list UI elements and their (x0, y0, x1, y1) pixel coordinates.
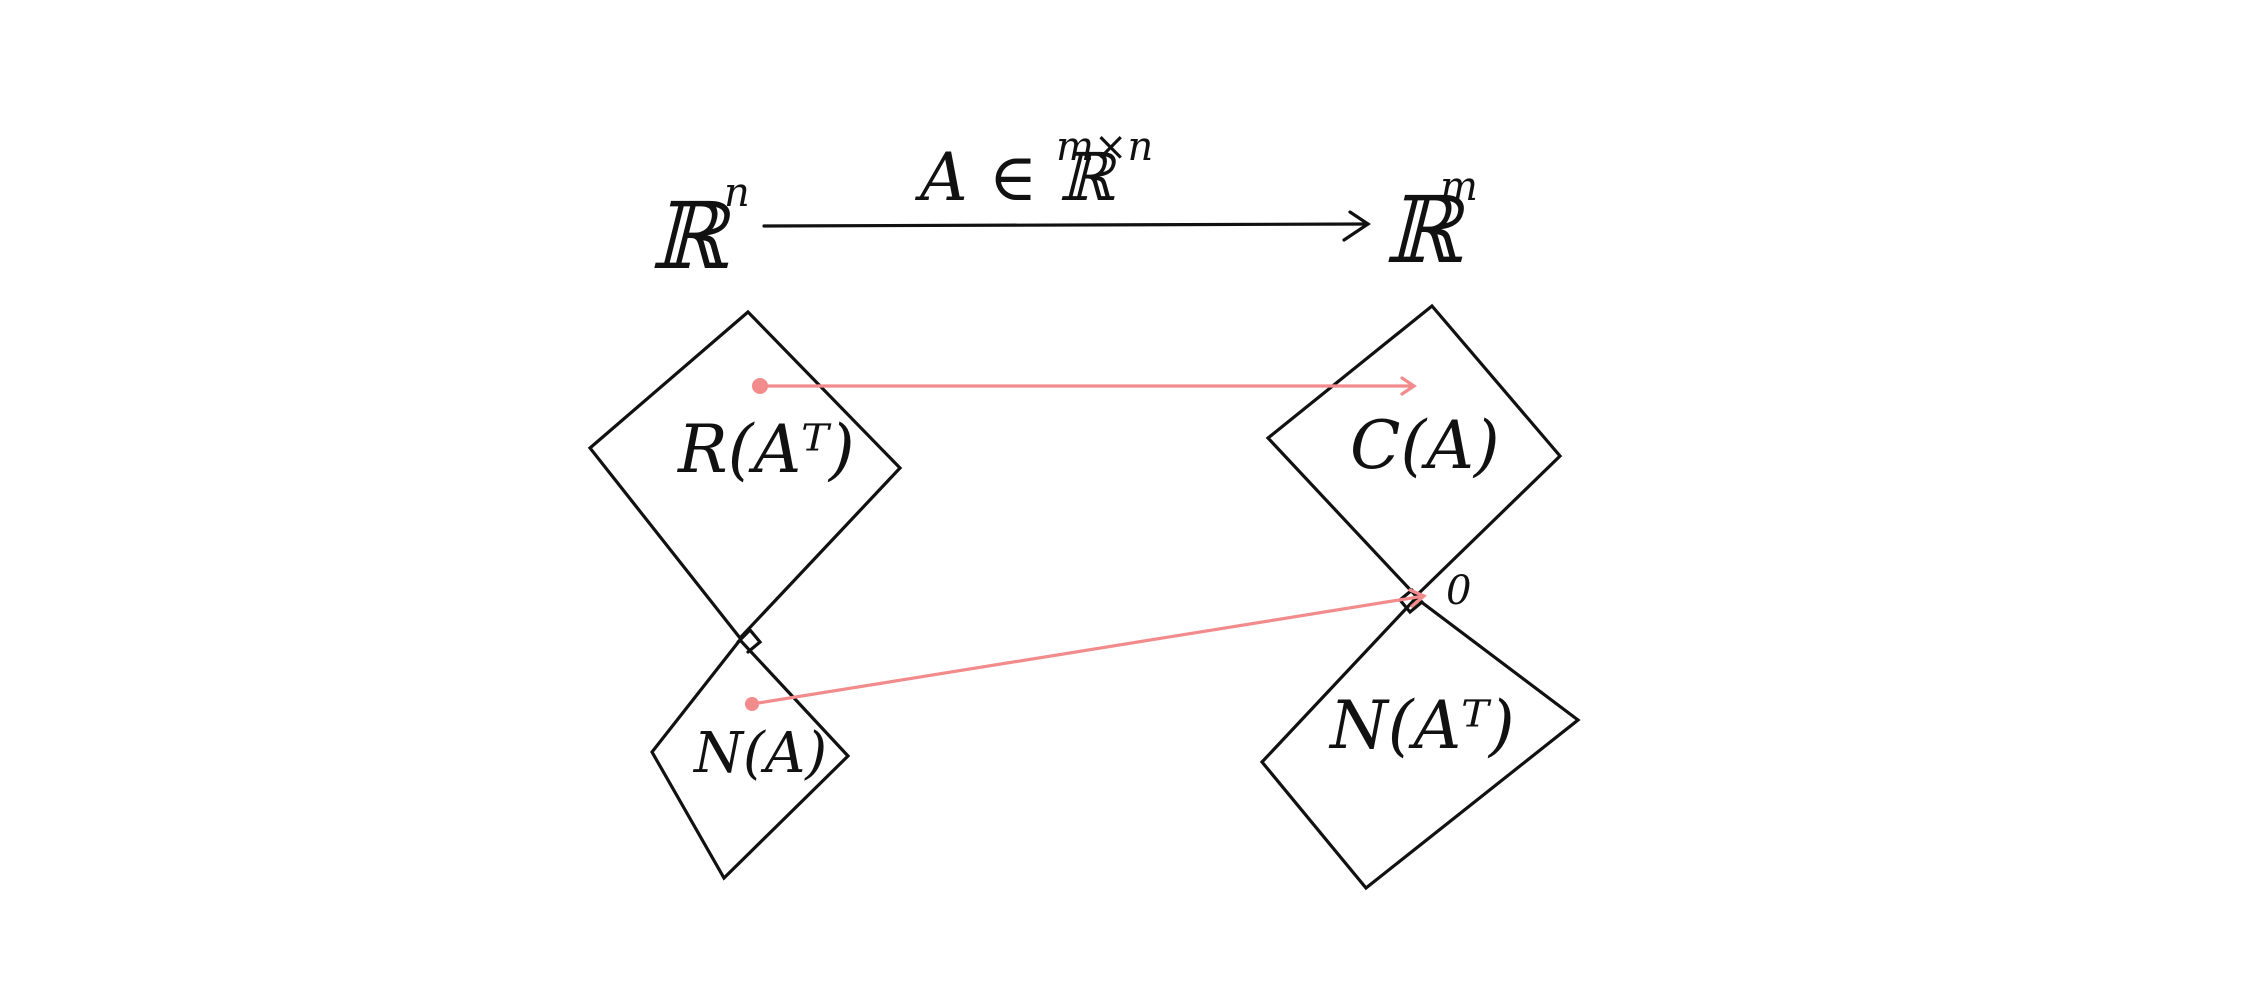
zero-vector-label: 0 (1446, 568, 1471, 614)
row-to-column-arrowhead (1400, 376, 1417, 396)
domain-space-base: ℝ (650, 183, 732, 290)
codomain-space-exponent: m (1440, 164, 1478, 210)
map-label-exponent: m×n (1056, 124, 1153, 170)
null-space-label: N(A) (692, 721, 827, 786)
left-null-space: N(Aᵀ) (1259, 595, 1581, 891)
row-to-column-mapping (752, 376, 1417, 396)
codomain-space-base: ℝ (1384, 177, 1466, 284)
map-arrow (762, 210, 1371, 242)
map-arrow-head (1342, 210, 1371, 242)
row-space: R(Aᵀ) (587, 309, 903, 641)
orthogonal-marker-codomain (1397, 588, 1424, 615)
map-label: A ∈ ℝ m×n (914, 124, 1153, 216)
row-space-label: R(Aᵀ) (677, 411, 855, 488)
map-arrow-shaft (762, 222, 1370, 228)
null-to-zero-arrowhead (1408, 588, 1428, 608)
domain-space-exponent: n (724, 170, 750, 216)
left-null-space-label: N(Aᵀ) (1328, 687, 1515, 764)
null-to-zero-mapping (745, 588, 1428, 711)
codomain-space-label: ℝ m (1384, 164, 1478, 284)
null-to-zero-line (750, 594, 1426, 706)
map-label-text: A ∈ ℝ (914, 139, 1117, 216)
orthogonal-marker-domain (736, 627, 763, 654)
null-space: N(A) (650, 637, 851, 881)
domain-space-label: ℝ n (650, 170, 750, 290)
left-null-space-diamond (1259, 595, 1581, 891)
column-space-label: C(A) (1350, 407, 1500, 484)
column-space: C(A) (1265, 303, 1563, 599)
null-space-diamond (650, 637, 851, 881)
